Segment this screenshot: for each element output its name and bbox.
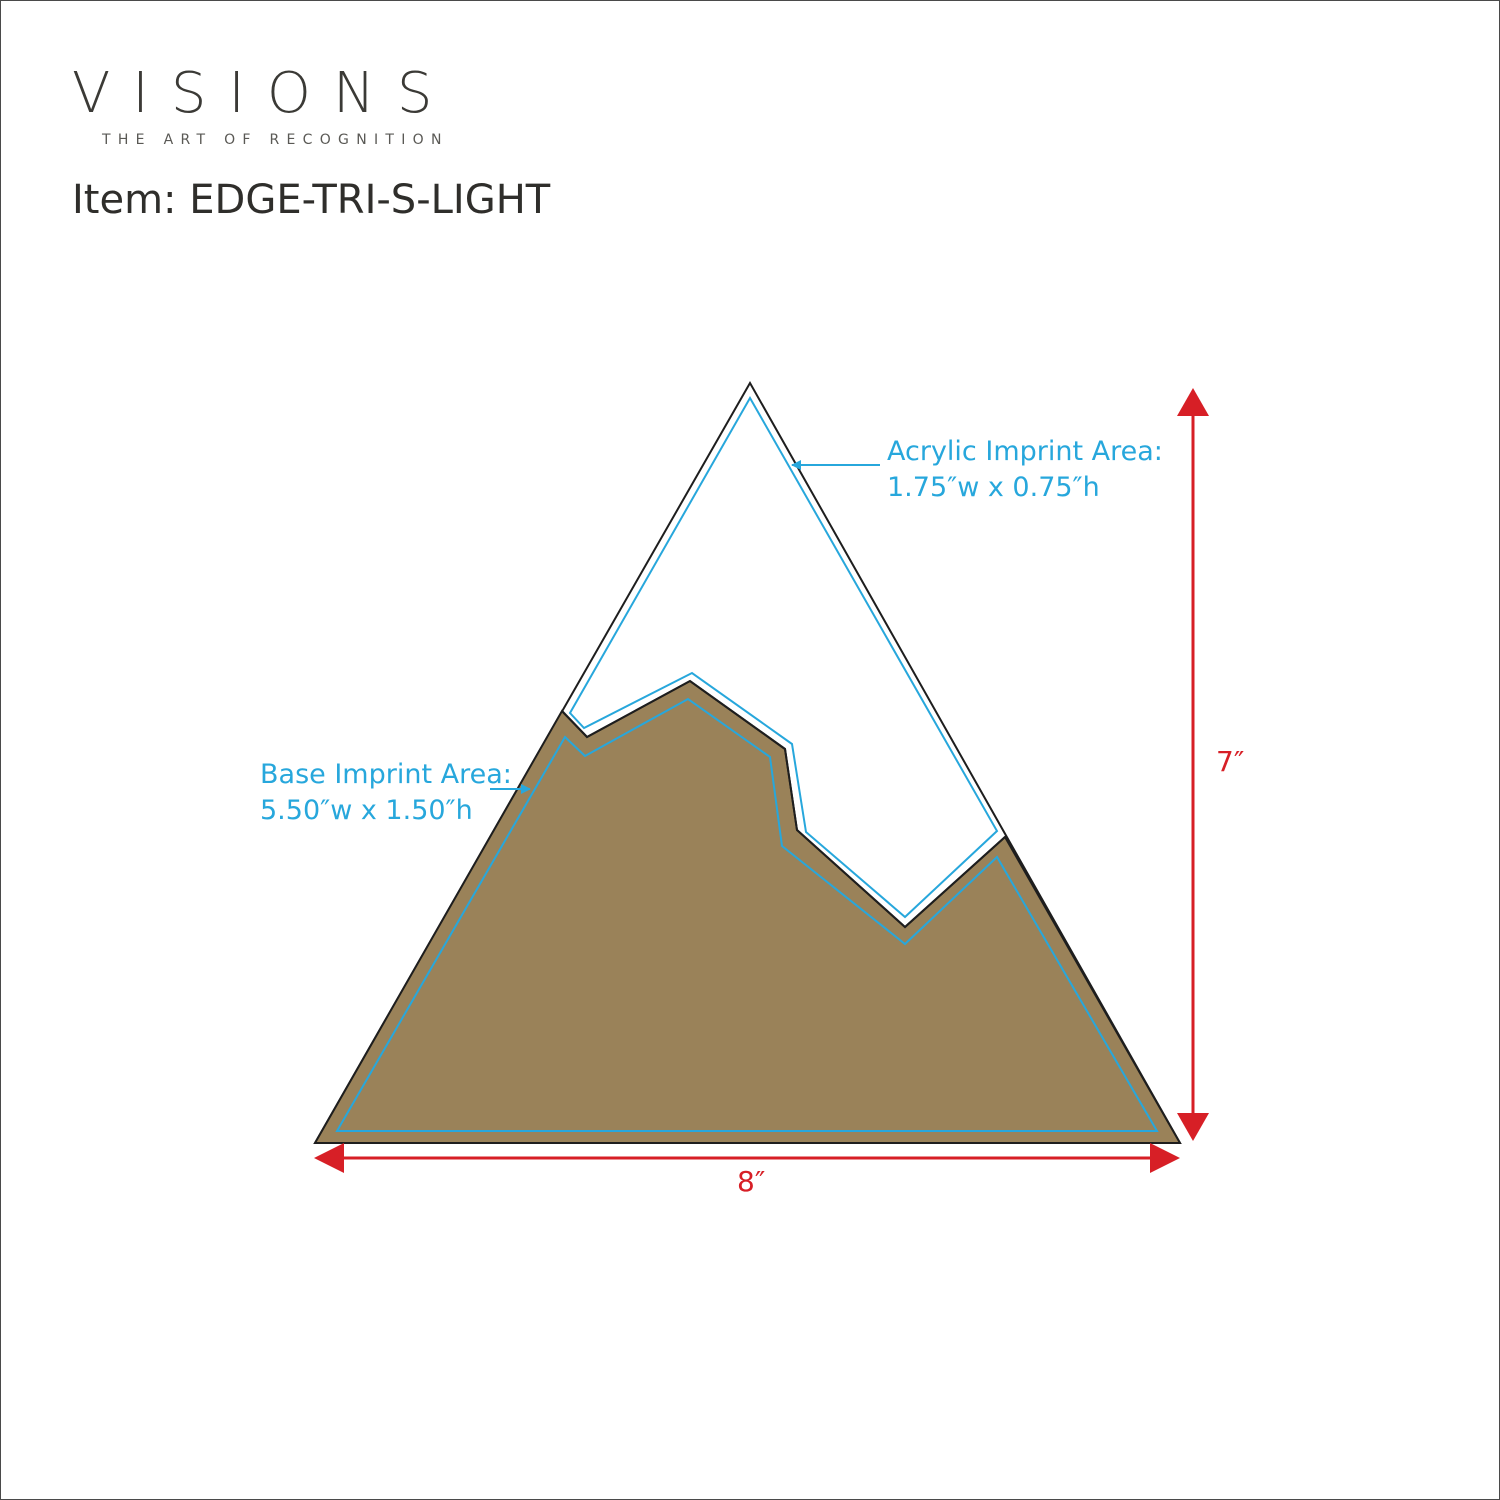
acrylic-imprint-label: Acrylic Imprint Area: [887,436,1163,467]
width-arrow-right [1150,1143,1180,1173]
acrylic-imprint-area [568,395,999,919]
base-imprint-label: Base Imprint Area: [260,759,512,790]
brand-tagline: THE ART OF RECOGNITION [102,132,449,148]
height-arrow-bottom [1177,1113,1209,1141]
acrylic-imprint-callout: Acrylic Imprint Area: 1.75″w x 0.75″h [887,434,1163,506]
width-arrow-left [314,1143,344,1173]
acrylic-imprint-size: 1.75″w x 0.75″h [887,472,1100,503]
brand-logo: VISIONS THE ART OF RECOGNITION [72,61,455,149]
item-title: Item: EDGE-TRI-S-LIGHT [72,177,551,223]
height-dimension [1177,388,1209,1141]
base-imprint-area [335,697,1159,1132]
height-label: 7″ [1216,745,1245,778]
base-imprint-size: 5.50″w x 1.50″h [260,795,473,826]
width-dimension [314,1143,1180,1173]
base-imprint-callout: Base Imprint Area: 5.50″w x 1.50″h [260,757,512,829]
acrylic-base-separation [561,679,1006,929]
width-label: 8″ [737,1165,766,1198]
brand-name: VISIONS [72,61,455,126]
height-arrow-top [1177,388,1209,416]
